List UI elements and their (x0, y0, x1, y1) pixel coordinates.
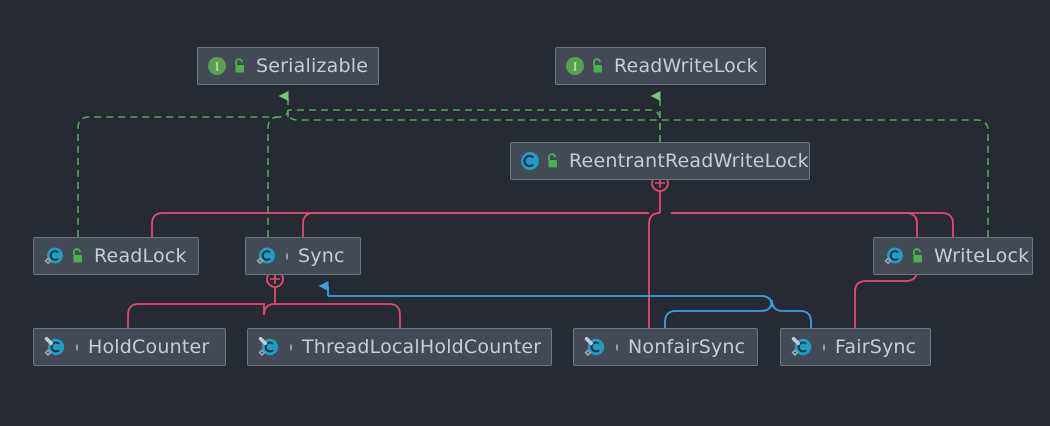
node-label: HoldCounter (88, 335, 210, 358)
node-label: WriteLock (934, 244, 1030, 267)
node-label: ReentrantReadWriteLock (569, 149, 809, 172)
node-label: NonfairSync (628, 335, 746, 358)
node-label: Sync (298, 244, 345, 267)
node-threadlocalholdcounter[interactable]: ThreadLocalHoldCounter (247, 328, 552, 366)
protected-visibility-icon (616, 343, 618, 351)
node-label: ReadWriteLock (614, 54, 758, 77)
nested-class-icon (43, 246, 65, 266)
node-nonfairsync[interactable]: NonfairSync (573, 328, 758, 366)
unlock-icon (545, 153, 559, 169)
class-icon (520, 151, 540, 171)
node-label: Serializable (256, 54, 369, 77)
static-nested-class-icon (257, 336, 281, 358)
edge-rrwl-to-writelock (671, 212, 954, 237)
unlock-icon (910, 248, 924, 264)
protected-visibility-icon (290, 343, 292, 351)
node-fairsync[interactable]: FairSync (780, 328, 931, 366)
edge-extends-sync-bus (328, 295, 773, 308)
extends-edge-group (318, 281, 812, 328)
svg-text:I: I (573, 61, 577, 74)
edge-rrwl-to-nonfairsync (648, 212, 661, 328)
edge-sync-implements-serializable (267, 116, 283, 237)
edge-rrwl-to-readlock (151, 212, 649, 237)
edge-extends-sync-joint (760, 295, 773, 308)
static-nested-class-icon (583, 336, 607, 358)
edge-fairsync-extends-sync (771, 299, 812, 328)
nested-class-icon (883, 246, 905, 266)
interface-icon: I (565, 56, 585, 76)
unlock-icon (70, 248, 84, 264)
svg-text:I: I (215, 61, 219, 74)
node-serializable[interactable]: I Serializable (197, 47, 379, 85)
node-readlock[interactable]: ReadLock (33, 237, 199, 275)
static-nested-class-icon (43, 336, 67, 358)
edge-sync-to-threadlocalholdcounter (275, 303, 401, 328)
edge-rrwl-implements-serializable (288, 109, 661, 142)
unlock-icon (232, 58, 246, 74)
protected-visibility-icon (286, 252, 288, 260)
node-label: FairSync (835, 335, 917, 358)
static-nested-class-icon (790, 336, 814, 358)
protected-visibility-icon (76, 343, 78, 351)
protected-visibility-icon (823, 343, 825, 351)
node-label: ReadLock (94, 244, 187, 267)
node-reentrantreadwritelock[interactable]: ReentrantReadWriteLock (510, 142, 810, 180)
node-writelock[interactable]: WriteLock (873, 237, 1033, 275)
unlock-icon (590, 58, 604, 74)
node-holdcounter[interactable]: HoldCounter (33, 328, 226, 366)
edge-rrwl-to-sync (302, 212, 649, 237)
node-sync[interactable]: Sync (245, 237, 361, 275)
nested-class-icon (255, 246, 277, 266)
edge-sync-to-holdcounter (127, 303, 276, 328)
edge-readlock-implements-serializable (77, 109, 289, 237)
node-readwritelock[interactable]: I ReadWriteLock (555, 47, 766, 85)
interface-icon: I (207, 56, 227, 76)
edge-nonfairsync-extends-sync (664, 299, 773, 328)
node-label: ThreadLocalHoldCounter (302, 335, 542, 358)
